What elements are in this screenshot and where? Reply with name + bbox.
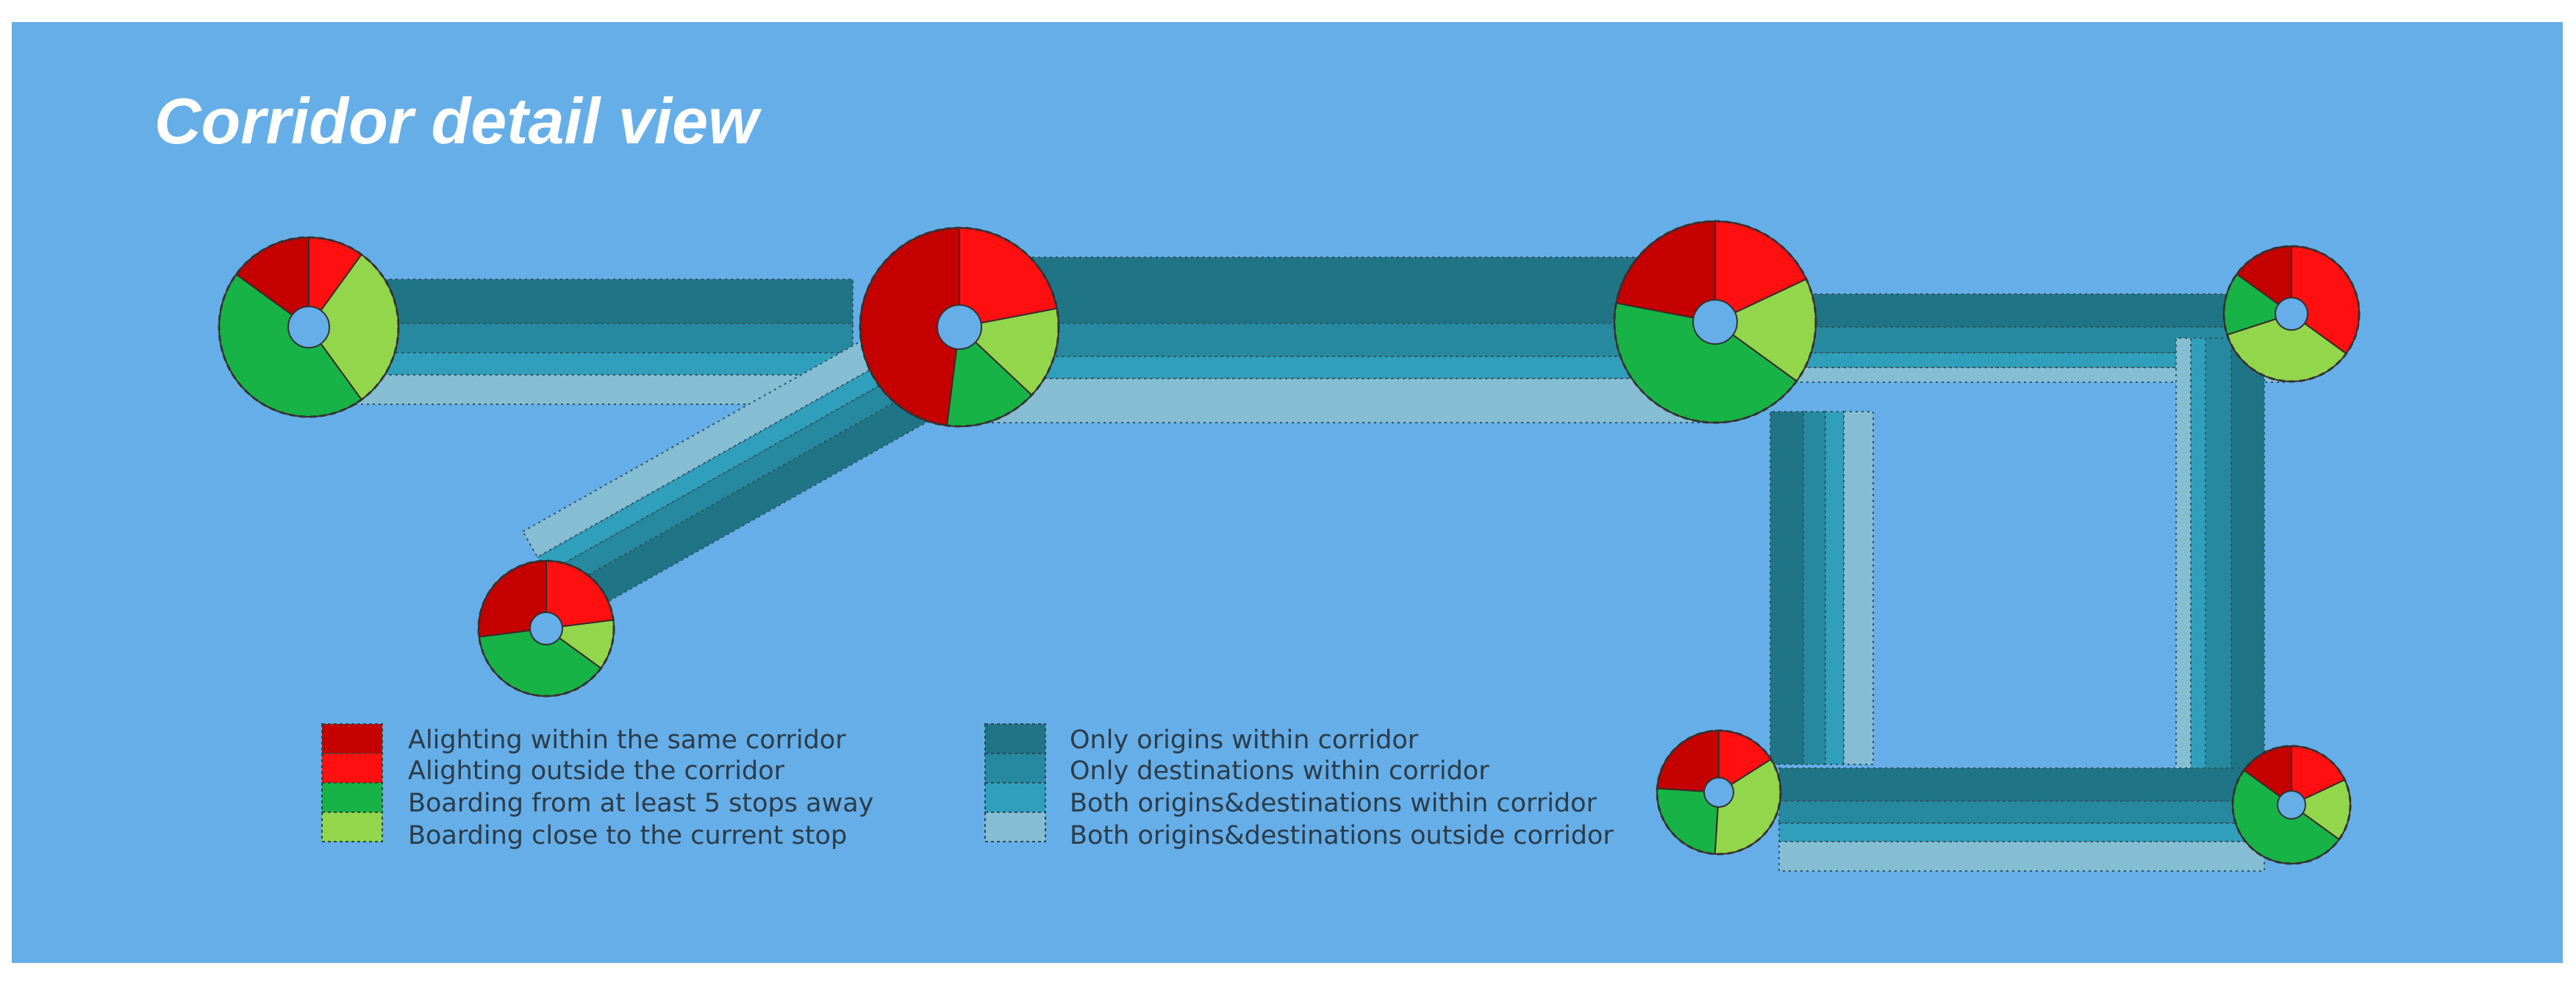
pie-center-hole (529, 612, 563, 645)
pie-center-hole (2277, 790, 2306, 820)
legend-item-alight-same: Alighting within the same corridor (321, 723, 846, 755)
stop-pie-3 (1613, 220, 1817, 424)
pie-outline (2222, 245, 2361, 383)
corridor-segment-2-3 (955, 257, 1721, 423)
corridor-band-origins-only (955, 257, 1721, 324)
pie-outline (859, 226, 1060, 428)
corridor-band-destinations-only (1778, 800, 2265, 824)
corridor-band-origins-only (1778, 767, 2265, 802)
pie-center-hole (1703, 777, 1734, 808)
pie-slice-board-far (478, 627, 602, 697)
legend-item-board-close: Boarding close to the current stop (321, 811, 847, 850)
corridor-band-both-within (536, 343, 926, 575)
legend-swatch (984, 753, 1046, 784)
legend-swatch (321, 723, 383, 754)
legend-swatch (984, 811, 1046, 842)
pie-slice-board-far (945, 325, 1033, 427)
stop-pie-6 (1656, 729, 1782, 856)
pie-outline (1613, 220, 1817, 424)
corridor-band-both-within (1778, 822, 2265, 842)
legend-swatch (321, 811, 383, 842)
stop-pie-4 (2222, 245, 2361, 383)
corridor-band-both-outside (2175, 337, 2192, 795)
stop-pie-7 (2231, 745, 2352, 865)
corridor-band-origins-only (2230, 337, 2265, 795)
pie-outline (1656, 729, 1782, 856)
legend-label: Only origins within corridor (1070, 725, 1419, 755)
corridor-band-destinations-only (1803, 411, 1826, 765)
corridor-band-destinations-only (955, 323, 1721, 357)
corridor-segment-5-2 (521, 317, 954, 623)
stop-pies (218, 220, 2361, 865)
legend-swatch (984, 723, 1046, 754)
pie-outline (477, 559, 615, 698)
corridor-band-both-within (1825, 411, 1845, 765)
corridor-segment-3-6 (1770, 411, 1874, 765)
legend-swatch (321, 753, 383, 784)
legend-item-destinations-only: Only destinations within corridor (984, 753, 1489, 786)
corridor-band-origins-only (1770, 411, 1804, 765)
corridor-band-both-outside (1778, 841, 2265, 872)
pie-center-hole (2275, 297, 2308, 331)
pie-center-hole (1692, 299, 1738, 345)
diagram-title: Corridor detail view (154, 85, 762, 157)
corridor-band-destinations-only (545, 359, 937, 594)
pie-outline (218, 236, 400, 418)
legend-label: Boarding from at least 5 stops away (408, 789, 873, 818)
legend-label: Alighting outside the corridor (408, 756, 785, 786)
corridor-band-both-within (2190, 337, 2206, 795)
corridor-band-both-outside (1843, 411, 1874, 765)
legend-item-board-far: Boarding from at least 5 stops away (321, 782, 873, 818)
legend-item-alight-outside: Alighting outside the corridor (321, 753, 785, 786)
legend-label: Alighting within the same corridor (408, 725, 846, 755)
pie-center-hole (287, 306, 330, 348)
legend-item-origins-only: Only origins within corridor (984, 723, 1419, 755)
legend-label: Boarding close to the current stop (408, 821, 847, 850)
pie-center-hole (937, 304, 982, 350)
legend-item-both-outside: Both origins&destinations outside corrid… (984, 811, 1614, 850)
stop-legend: Alighting within the same corridor Aligh… (321, 723, 873, 850)
corridor-band-both-outside (955, 378, 1721, 423)
corridor-segment-6-7 (1778, 767, 2265, 872)
corridor-band-both-outside (521, 317, 917, 559)
stop-pie-1 (218, 236, 400, 418)
corridor-segment-4-7 (2175, 337, 2265, 795)
corridor-band-both-within (955, 356, 1721, 379)
corridor-band-destinations-only (2205, 337, 2232, 795)
flow-legend: Only origins within corridor Only destin… (984, 723, 1614, 850)
legend-label: Both origins&destinations within corrido… (1070, 789, 1598, 818)
legend-swatch (321, 782, 383, 813)
corridor-network (301, 257, 2287, 872)
pie-outline (2231, 745, 2352, 865)
legend-item-both-within: Both origins&destinations within corrido… (984, 782, 1598, 818)
legend-swatch (984, 782, 1046, 813)
stop-pie-2 (859, 226, 1060, 428)
stop-pie-5 (477, 559, 615, 698)
legend-label: Both origins&destinations outside corrid… (1070, 821, 1614, 850)
legend-label: Only destinations within corridor (1070, 756, 1489, 786)
corridor-band-origins-only (1749, 293, 2287, 328)
